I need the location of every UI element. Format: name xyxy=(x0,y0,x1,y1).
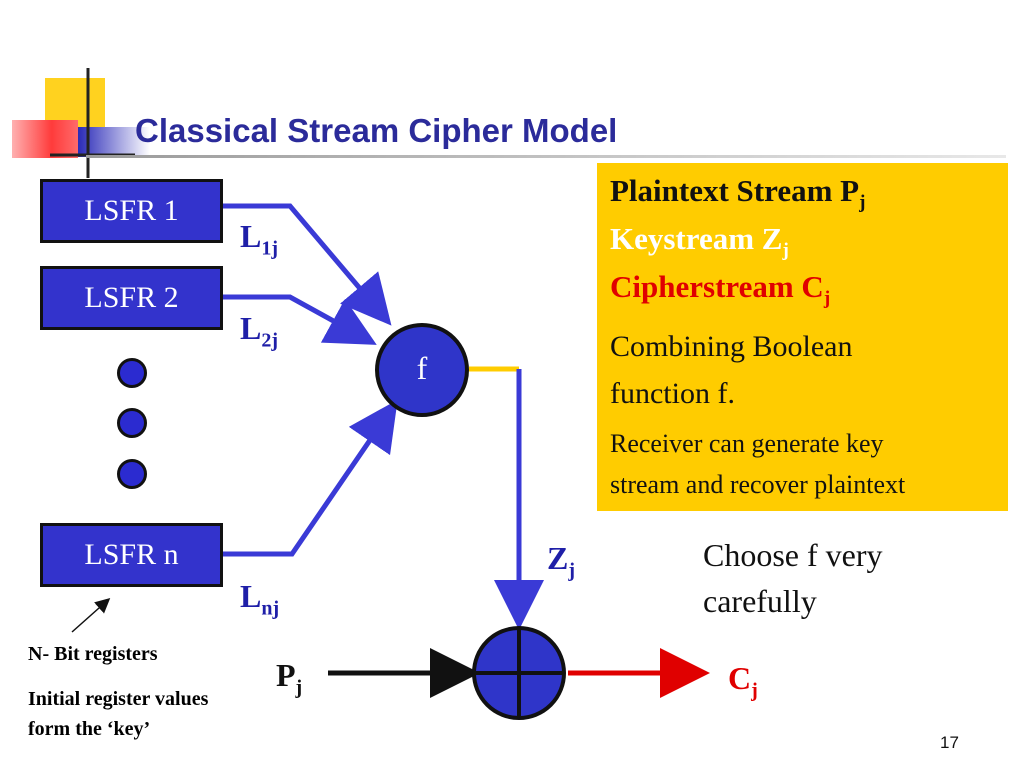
lsfr-1-box: LSFR 1 xyxy=(40,179,223,243)
l2j-label: L2j xyxy=(240,310,279,352)
deco-red-bar xyxy=(12,120,78,158)
zj-label: Zj xyxy=(547,540,576,582)
xor-symbol xyxy=(472,626,566,720)
register-note-3: form the ‘key’ xyxy=(28,718,151,740)
title-decoration xyxy=(12,68,150,178)
lsfr1-to-f-arrow xyxy=(223,203,392,326)
lnj-label: Lnj xyxy=(240,578,280,620)
slide-title: Classical Stream Cipher Model xyxy=(135,112,618,149)
ellipsis-dot-2 xyxy=(117,408,147,438)
info-box: Plaintext Stream Pj Keystream Zj Ciphers… xyxy=(597,163,1008,511)
combining-function-line1: Combining Boolean xyxy=(610,330,853,363)
title-underline xyxy=(86,155,1006,158)
lsfr-n-box: LSFR n xyxy=(40,523,223,587)
plaintext-stream-text: Plaintext Stream Pj xyxy=(610,173,866,214)
page-number: 17 xyxy=(940,733,959,752)
receiver-note-line2: stream and recover plaintext xyxy=(610,470,906,499)
receiver-note-line1: Receiver can generate key xyxy=(610,429,884,458)
choose-f-note: Choose f very carefully xyxy=(703,532,883,624)
l1j-label: L1j xyxy=(240,218,279,260)
combining-function-f: f xyxy=(375,323,469,417)
deco-blue-bar xyxy=(78,127,150,157)
register-note-2: Initial register values xyxy=(28,688,209,710)
choose-f-note-line2: carefully xyxy=(703,583,817,619)
lsfr2-to-f-arrow xyxy=(223,294,377,345)
register-note-pointer xyxy=(71,598,111,633)
pj-label: Pj xyxy=(276,657,303,699)
choose-f-note-line1: Choose f very xyxy=(703,537,883,573)
ellipsis-dot-1 xyxy=(117,358,147,388)
ellipsis-dot-3 xyxy=(117,459,147,489)
lsfr-2-box: LSFR 2 xyxy=(40,266,223,330)
lsfrn-to-f-arrow xyxy=(223,399,398,557)
combining-function-line2: function f. xyxy=(610,377,735,410)
cj-label: Cj xyxy=(728,660,758,702)
register-note-1: N- Bit registers xyxy=(28,643,158,665)
keystream-text: Keystream Zj xyxy=(610,221,789,262)
cipherstream-text: Cipherstream Cj xyxy=(610,269,831,310)
